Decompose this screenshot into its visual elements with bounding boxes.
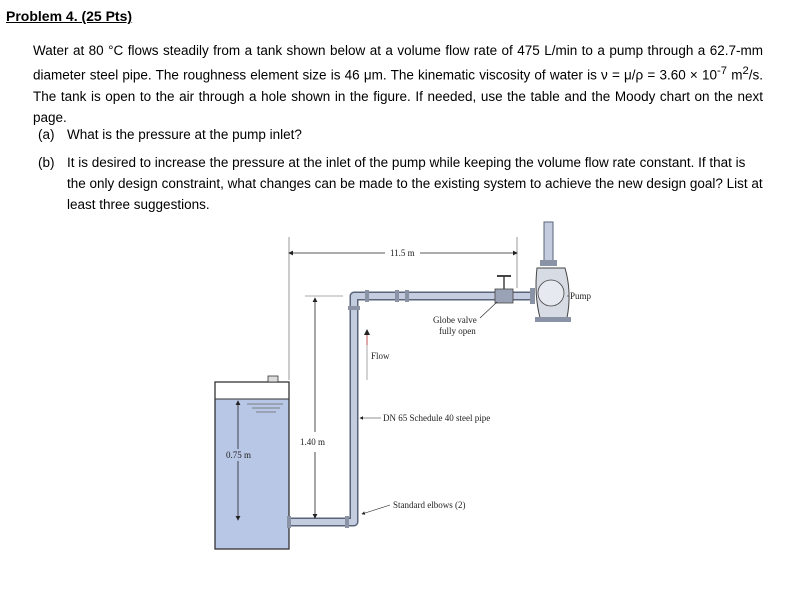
valve-label-line-1: Globe valve <box>433 315 477 325</box>
temperature-value: 80 °C <box>88 43 124 58</box>
flow-rate-value: 475 L/min <box>517 43 578 58</box>
tank-depth-dimension: 0.75 m <box>222 400 256 521</box>
vent-hole-icon <box>267 375 279 383</box>
horizontal-length-dimension: 11.5 m <box>288 237 518 380</box>
elbows-label: Standard elbows (2) <box>393 500 465 510</box>
roughness-value: 46 μm <box>344 67 383 83</box>
flow-label: Flow <box>371 351 390 361</box>
question-a-text: What is the pressure at the pump inlet? <box>67 127 302 142</box>
pipe-spec-label: DN 65 Schedule 40 steel pipe <box>383 413 490 423</box>
question-b-label: (b) <box>38 155 55 170</box>
question-a-label: (a) <box>38 127 55 142</box>
riser-height-dimension: 1.40 m <box>300 295 343 519</box>
pump-label: Pump <box>570 291 592 301</box>
problem-statement: Water at 80 °C flows steadily from a tan… <box>33 43 764 125</box>
tank <box>214 375 290 550</box>
valve-label-line-2: fully open <box>439 326 476 336</box>
diameter-value: 62.7-mm <box>709 43 763 58</box>
riser-height-label: 1.40 m <box>300 437 325 447</box>
horizontal-length-label: 11.5 m <box>390 248 415 258</box>
question-b-text: It is desired to increase the pressure a… <box>67 155 763 212</box>
globe-valve-icon <box>494 275 514 304</box>
pipe-system <box>287 288 535 528</box>
elbow-leader-line <box>361 504 391 515</box>
problem-title: Problem 4. (25 Pts) <box>6 8 133 24</box>
pump-icon <box>535 221 571 322</box>
valve-leader-line <box>479 301 498 319</box>
tank-depth-label: 0.75 m <box>226 450 251 460</box>
flow-arrow: Flow <box>364 329 390 380</box>
